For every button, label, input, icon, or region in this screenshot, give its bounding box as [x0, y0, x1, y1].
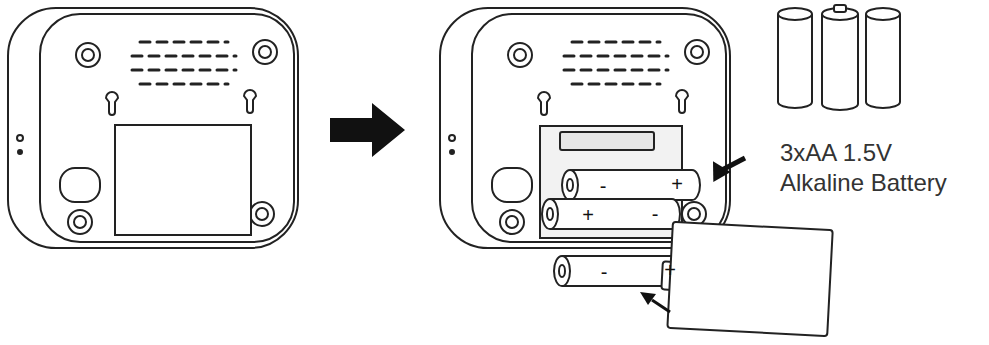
compartment-marking: [560, 132, 654, 150]
side-hole: [17, 135, 23, 141]
device-back-plate: [472, 14, 726, 242]
keyholes: [106, 90, 256, 115]
device-after: [440, 8, 730, 248]
polarity-mark: +: [582, 205, 594, 225]
pir-sensor: [492, 168, 532, 202]
polarity-mark: +: [664, 260, 676, 280]
battery: [542, 199, 680, 229]
polarity-mark: +: [671, 174, 683, 194]
side-dot: [18, 150, 22, 154]
speaker-grille: [564, 42, 668, 84]
keyholes: [538, 90, 688, 115]
speaker-grille: [132, 42, 236, 84]
pir-sensor: [60, 168, 100, 202]
device-body: [8, 8, 298, 248]
battery: [562, 170, 700, 200]
device-body: [440, 8, 730, 248]
side-hole: [449, 135, 455, 141]
removed-cover: [659, 221, 832, 336]
device-before: [8, 8, 298, 248]
step-arrow: [330, 103, 405, 157]
polarity-mark: -: [600, 176, 607, 196]
cover-plate: [667, 222, 832, 336]
battery-cover: [115, 125, 251, 235]
device-back-plate: [40, 14, 294, 242]
polarity-mark: -: [601, 262, 608, 282]
loose-batteries: [778, 5, 900, 110]
insert-arrow: [704, 156, 745, 182]
polarity-mark: -: [652, 204, 659, 224]
side-dot: [450, 150, 454, 154]
screw-holes: [68, 40, 277, 234]
battery-spec-label: 3xAA 1.5V Alkaline Battery: [780, 138, 976, 198]
cover-arrow: [640, 292, 670, 312]
